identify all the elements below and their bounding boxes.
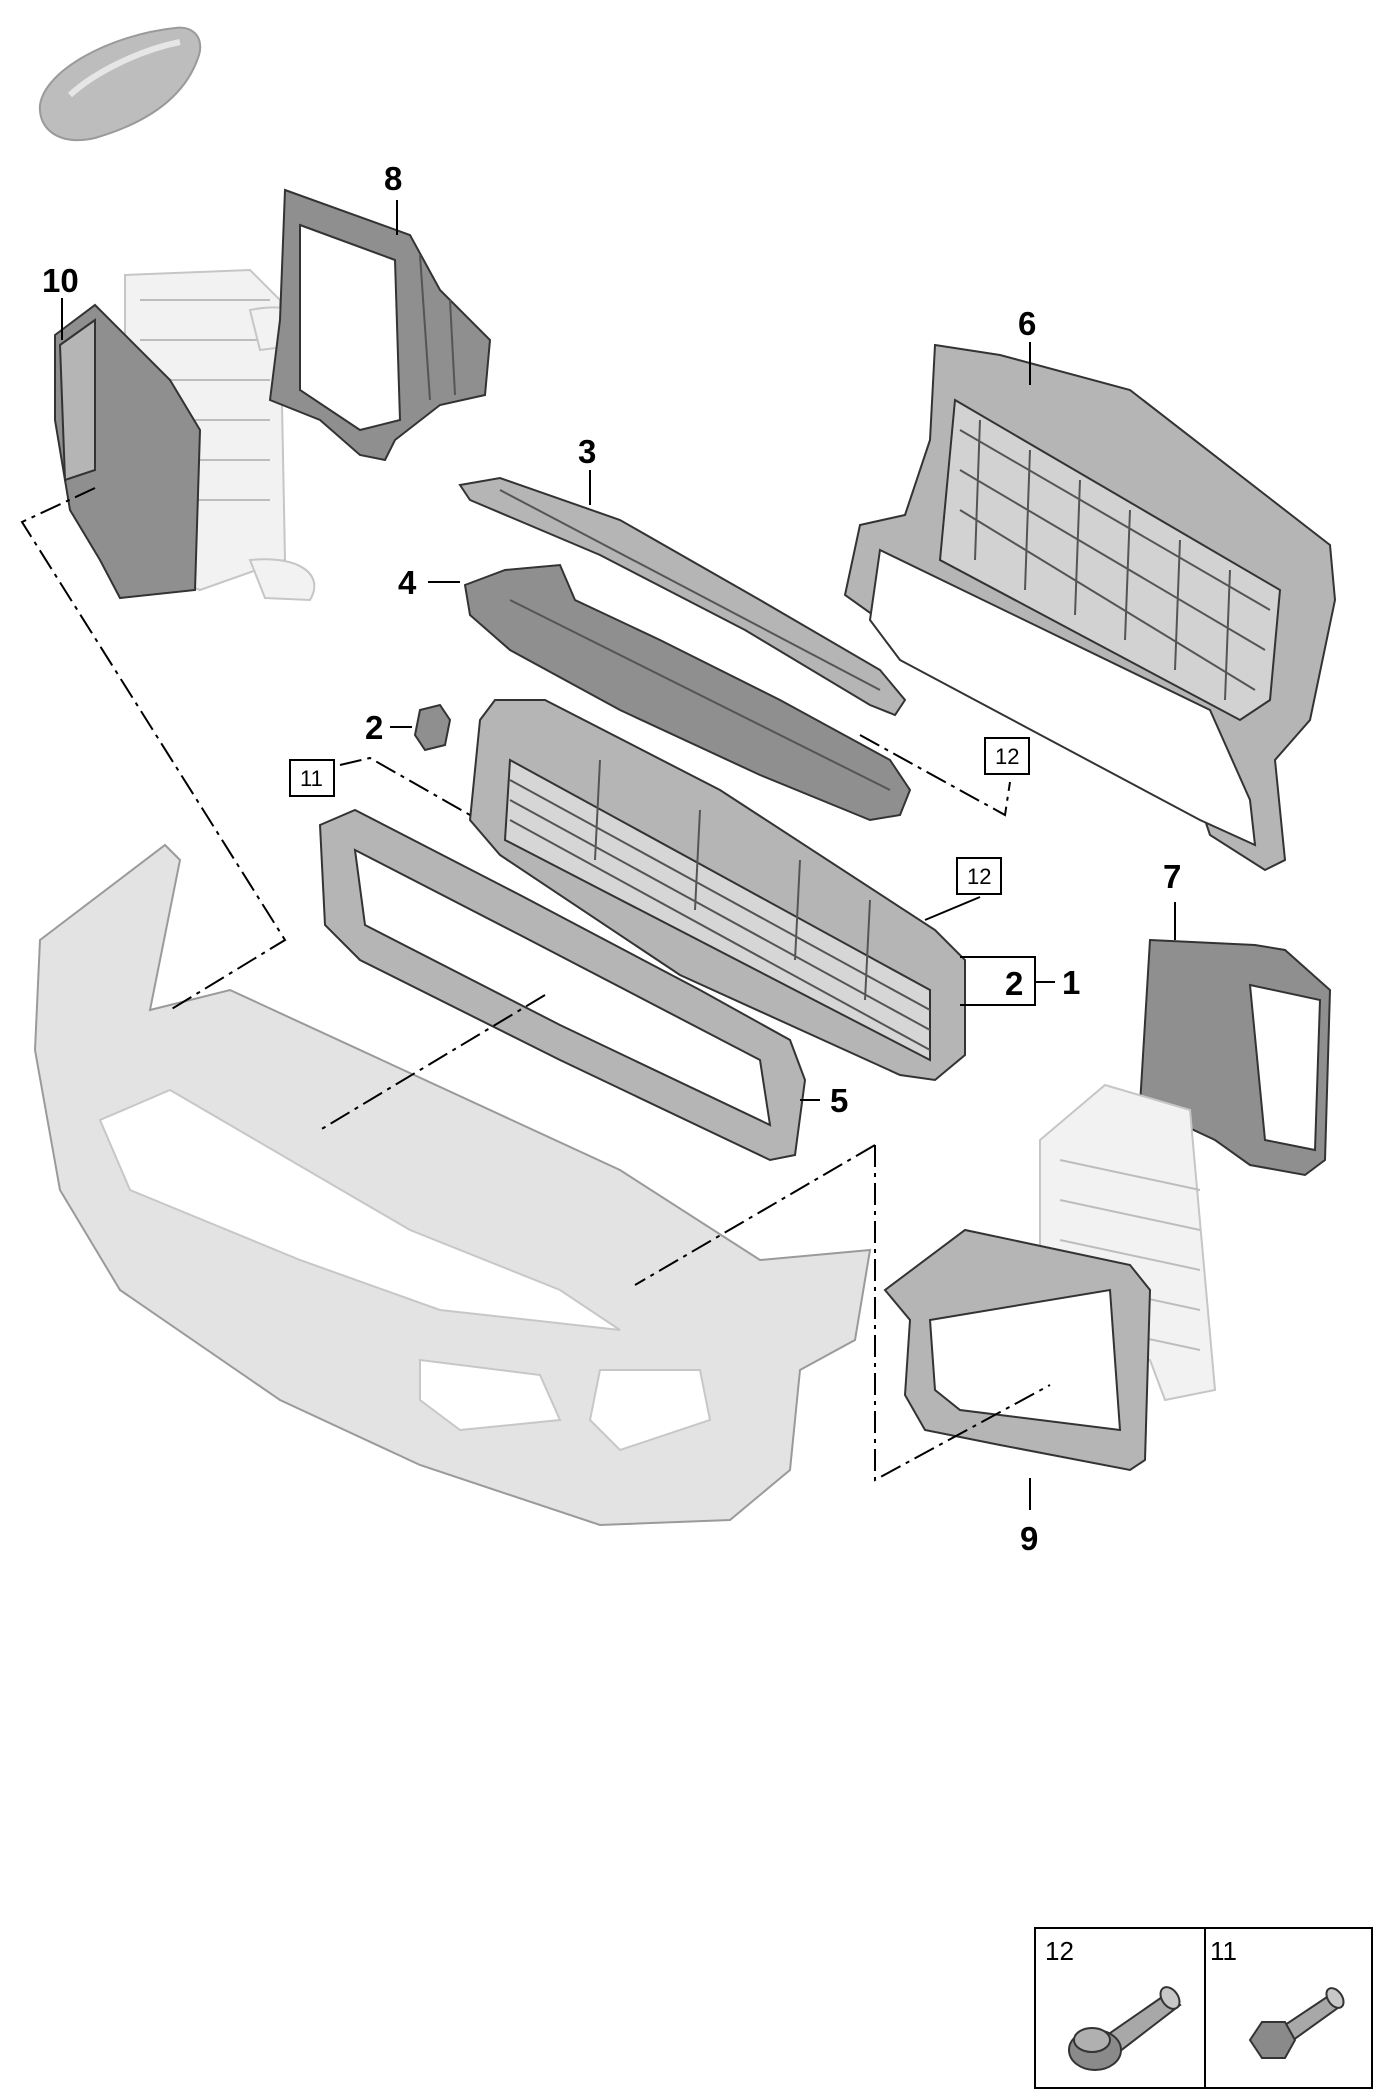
boxed-references: 11 12 12 bbox=[289, 737, 1030, 895]
part-1-air-flap-assembly bbox=[468, 699, 966, 1082]
assembly-lines bbox=[20, 487, 1051, 1482]
callout-2-assembly: 2 bbox=[1005, 965, 1023, 1002]
callout-3: 3 bbox=[578, 433, 596, 470]
legend-label-12: 12 bbox=[1045, 1936, 1074, 1966]
bolt-12-icon bbox=[1068, 1986, 1182, 2071]
bolt-11-icon bbox=[1248, 1987, 1345, 2059]
callout-2-bracket: 2 bbox=[365, 709, 383, 746]
part-10-air-duct-left bbox=[54, 268, 316, 602]
callout-7: 7 bbox=[1163, 858, 1181, 895]
boxed-ref-11: 11 bbox=[300, 766, 323, 791]
callout-5: 5 bbox=[830, 1082, 848, 1119]
part-5-frame-lower bbox=[318, 808, 807, 1162]
boxed-ref-12-upper: 12 bbox=[995, 744, 1019, 769]
callout-labels: 10 8 6 3 4 2 2 1 5 7 9 bbox=[42, 160, 1181, 1557]
part-3-air-guide-upper bbox=[458, 476, 907, 717]
callout-6: 6 bbox=[1018, 305, 1036, 342]
fastener-legend: 12 11 bbox=[1034, 1927, 1373, 2089]
part-4-air-guide-lower bbox=[463, 563, 912, 822]
vehicle-thumbnail bbox=[38, 26, 202, 142]
callout-8: 8 bbox=[384, 160, 402, 197]
part-8-air-duct-upper bbox=[268, 188, 492, 462]
part-9-air-duct-lower-right bbox=[883, 1083, 1217, 1472]
boxed-ref-12-lower: 12 bbox=[967, 864, 991, 889]
leader-lines bbox=[61, 200, 1176, 1510]
callout-1: 1 bbox=[1062, 964, 1080, 1001]
callout-4: 4 bbox=[398, 564, 417, 601]
callout-10: 10 bbox=[42, 262, 79, 299]
part-2-bracket bbox=[413, 703, 452, 752]
front-bumper-cover bbox=[33, 843, 872, 1527]
callout-9: 9 bbox=[1020, 1520, 1038, 1557]
legend-label-11: 11 bbox=[1210, 1936, 1237, 1966]
part-6-radiator-shroud bbox=[843, 343, 1337, 872]
